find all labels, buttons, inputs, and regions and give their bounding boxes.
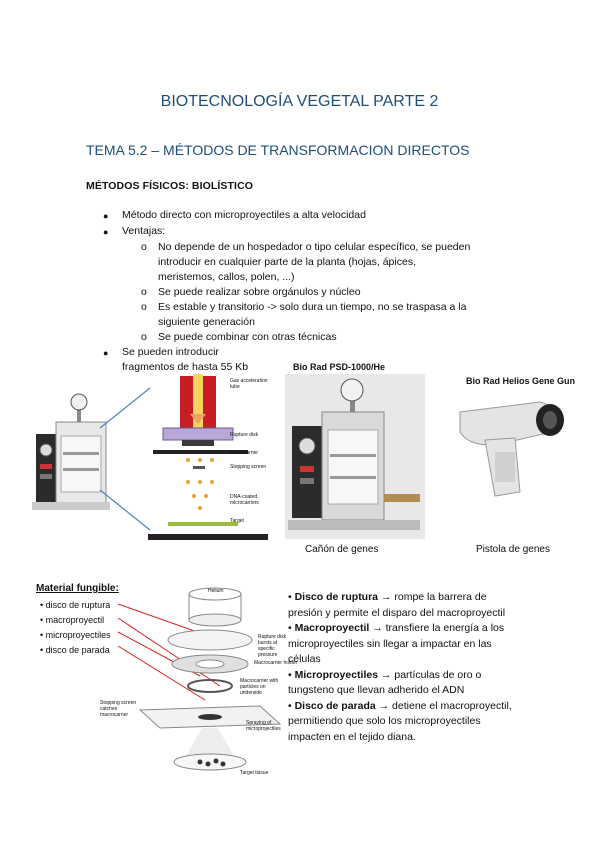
diag-label-spraying: Spraying of microprojectiles xyxy=(246,720,281,732)
description-text: → detiene el macroproyectil, permitiendo… xyxy=(288,699,512,743)
bullet-dot: ● xyxy=(103,211,109,221)
sub-bullet-marker: o xyxy=(141,241,147,253)
helios-gene-gun-image xyxy=(459,401,564,497)
sub-bullet-marker: o xyxy=(141,301,147,313)
canon-caption: Cañón de genes xyxy=(305,544,379,555)
sub-bullet-line: Es estable y transitorio -> solo dura un… xyxy=(158,301,467,313)
sub-bullet-marker: o xyxy=(141,286,147,298)
description-term: Microproyectiles xyxy=(294,668,379,681)
label-stopping-screen: Stopping screen xyxy=(230,464,267,470)
material-item-text: microproyectiles xyxy=(45,630,111,640)
psd-1000-device-image xyxy=(285,374,425,539)
material-item: • disco de parada xyxy=(40,645,110,655)
diag-label-macro-holder: Macrocarrier holder xyxy=(254,660,298,666)
material-item-text: disco de ruptura xyxy=(45,600,111,610)
bullet-dot: ● xyxy=(103,227,109,237)
topic-subtitle: TEMA 5.2 – MÉTODOS DE TRANSFORMACION DIR… xyxy=(86,142,470,158)
bullet-item: Método directo con microproyectiles a al… xyxy=(122,209,366,221)
description-term: Disco de ruptura xyxy=(294,591,379,603)
sub-bullet-line: Se puede realizar sobre orgánulos y núcl… xyxy=(158,286,361,298)
sub-bullet-line: siguiente generación xyxy=(158,316,255,328)
description-block: • Disco de ruptura → rompe la barrera de… xyxy=(288,590,518,745)
chamber-schematic xyxy=(148,374,268,540)
sub-bullet-line: Se puede combinar con otras técnicas xyxy=(158,331,337,343)
bullet-dot: ● xyxy=(103,348,109,358)
description-text: → transfiere la energía a los microproye… xyxy=(288,622,505,665)
bullet-item: fragmentos de hasta 55 Kb xyxy=(122,361,249,373)
diag-label-macro: Macrocarrier with particles on underside xyxy=(240,678,279,696)
material-title: Material fungible: xyxy=(36,583,119,594)
label-rupture-disk: Rupture disk xyxy=(230,432,259,438)
sub-bullet-marker: o xyxy=(141,331,147,343)
description-text: → partículas de oro o tungsteno que llev… xyxy=(288,668,482,697)
diag-label-stopping: Stopping screen catches macrocarrier xyxy=(100,700,137,718)
pistola-caption: Pistola de genes xyxy=(476,544,550,555)
biolistic-device-image xyxy=(32,393,110,510)
label-macrocarrier: Macrocarrier xyxy=(230,450,259,456)
material-item: • macroproyectil xyxy=(40,615,105,625)
helios-device-label: Bio Rad Helios Gene Gun xyxy=(466,376,576,386)
description-term: Disco de parada xyxy=(294,699,376,712)
description-term: Macroproyectil xyxy=(294,622,370,634)
description-item: • Macroproyectil → transfiere la energía… xyxy=(288,622,505,665)
material-item: • microproyectiles xyxy=(40,630,111,640)
connector-arrows xyxy=(99,387,151,531)
bullet-item: Se pueden introducir xyxy=(122,346,219,358)
bullet-item: Ventajas: xyxy=(122,225,166,237)
sub-bullet-line: No depende de un hospedador o tipo celul… xyxy=(158,241,471,253)
description-text: → rompe la barrera de presión y permite … xyxy=(288,591,506,619)
sub-bullet-line: introducir en cualquier parte de la plan… xyxy=(158,256,416,268)
exploded-diagram xyxy=(117,587,282,771)
label-gas-tube: Gas acceleration tube xyxy=(230,378,268,390)
label-dna-microcarriers: DNA-coated microcarriers xyxy=(230,494,259,506)
material-item-text: macroproyectil xyxy=(45,615,105,625)
description-item: • Disco de ruptura → rompe la barrera de… xyxy=(288,591,506,619)
material-item-text: disco de parada xyxy=(45,645,110,655)
diag-label-rupture: Rupture disk bursts at specific pressure xyxy=(258,634,287,658)
page-title: BIOTECNOLOGÍA VEGETAL PARTE 2 xyxy=(160,93,439,110)
psd-device-label: Bio Rad PSD-1000/He xyxy=(293,362,386,372)
section-heading: MÉTODOS FÍSICOS: BIOLÍSTICO xyxy=(86,180,254,192)
description-item: • Disco de parada → detiene el macroproy… xyxy=(288,699,512,743)
sub-bullet-line: meristemos, callos, polen, ...) xyxy=(158,271,295,283)
diag-label-helium: Helium xyxy=(208,588,224,594)
description-item: • Microproyectiles → partículas de oro o… xyxy=(288,668,482,697)
label-target: Target xyxy=(230,518,244,524)
diag-label-target: Target tissue xyxy=(240,770,269,776)
material-item: • disco de ruptura xyxy=(40,600,111,610)
